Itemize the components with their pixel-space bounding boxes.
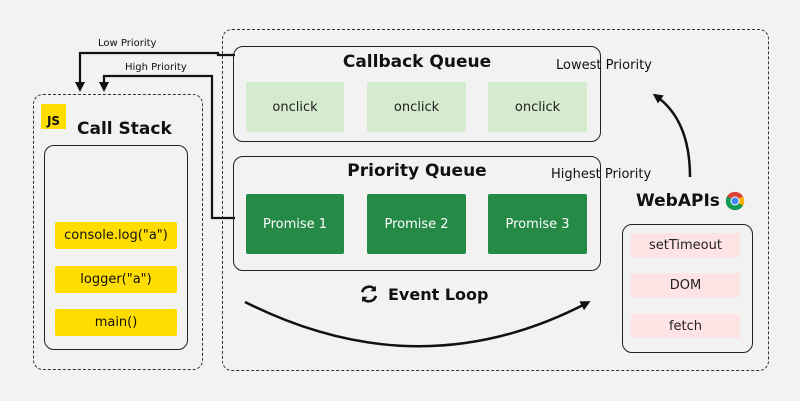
stack-frame: main() [55,309,177,336]
webapis-to-queue-arrow [652,93,692,178]
low-priority-label: Low Priority [98,38,157,49]
call-stack-title: Call Stack [77,119,172,139]
webapi-item: setTimeout [631,233,740,257]
lowest-priority-label: Lowest Priority [556,58,652,73]
high-priority-arrow [99,74,235,220]
event-loop-label: Event Loop [388,284,489,304]
webapi-item: DOM [631,273,740,297]
js-badge-label: JS [46,114,61,128]
event-loop-arrow [244,300,591,348]
low-priority-arrow [75,51,235,92]
priority-queue-title: Priority Queue [347,161,487,181]
callback-item: onclick [488,82,587,132]
promise-item: Promise 1 [246,194,344,254]
callback-item: onclick [246,82,344,132]
high-priority-label: High Priority [125,62,187,73]
chrome-icon [725,191,745,211]
webapi-item: fetch [631,314,740,338]
promise-item: Promise 2 [367,194,466,254]
runtime-container [222,29,769,371]
callback-queue-box [233,46,601,142]
promise-item: Promise 3 [488,194,587,254]
callback-queue-title: Callback Queue [342,52,492,72]
webapis-box [622,224,753,353]
stack-frame: logger("a") [55,266,177,293]
webapis-header: WebAPIs [636,191,745,211]
event-loop-label-group: Event Loop [358,283,488,305]
priority-queue-box [233,156,601,271]
sync-icon [358,283,380,305]
call-stack-container [33,94,203,370]
call-stack-box [44,145,188,350]
webapis-title: WebAPIs [636,191,720,211]
highest-priority-label: Highest Priority [551,167,652,182]
callback-item: onclick [367,82,466,132]
stack-frame: console.log("a") [55,222,177,249]
js-badge: JS [41,104,66,129]
